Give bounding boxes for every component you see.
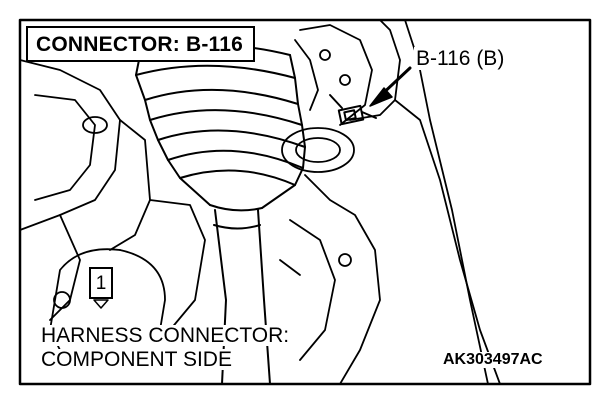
harness-caption-line1: HARNESS CONNECTOR: — [39, 324, 292, 347]
connector-b116 — [329, 94, 377, 126]
harness-caption-line2: COMPONENT SIDE — [39, 348, 234, 371]
connector-callout-label: B-116 (B) — [414, 47, 507, 70]
pin-number-box: 1 — [89, 267, 113, 299]
engine-block — [19, 59, 206, 331]
figure-frame — [18, 18, 592, 386]
connector-title: CONNECTOR: B-116 — [26, 26, 256, 62]
figure-code: AK303497AC — [441, 351, 545, 368]
drive-shaft-boot — [135, 44, 306, 212]
transmission-housing — [49, 19, 501, 385]
pin-triangle — [93, 299, 109, 309]
pointer-arrow — [369, 66, 412, 107]
